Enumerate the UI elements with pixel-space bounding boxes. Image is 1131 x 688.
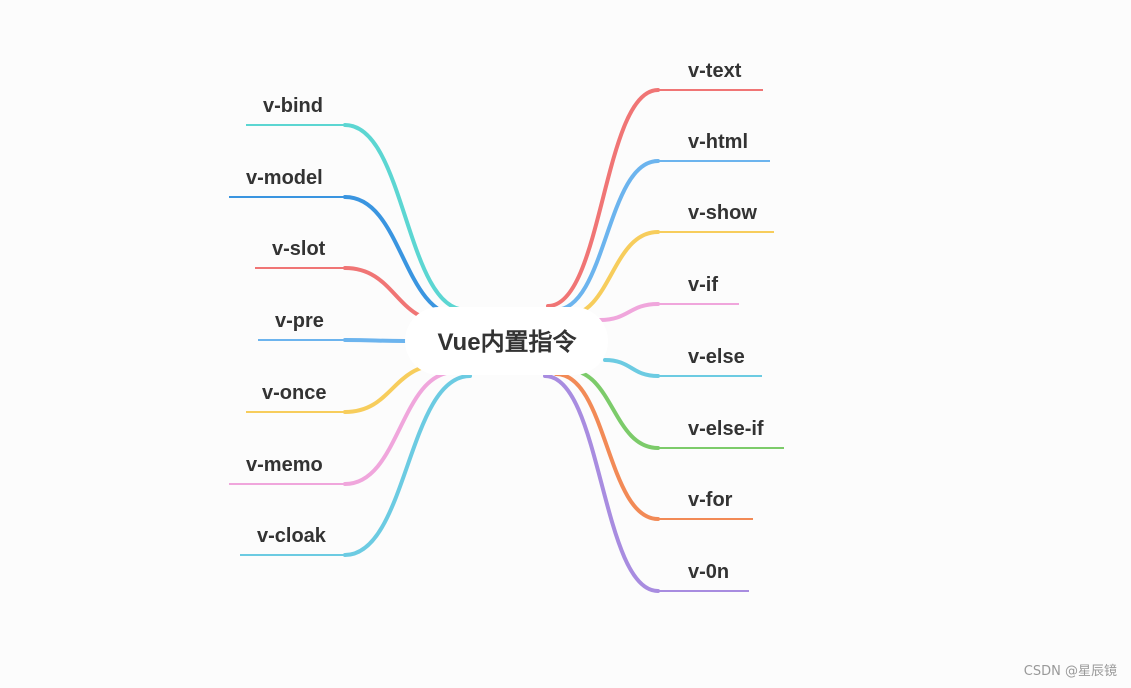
branch-label: v-text [688,60,742,82]
branch-v-else-if[interactable]: v-else-if [658,418,784,449]
branch-label: v-else-if [688,418,764,440]
branch-label: v-model [246,167,323,189]
watermark: CSDN @星辰镜 [1023,664,1117,679]
branch-v-once[interactable]: v-once [246,382,345,413]
connector-v-else-if [566,368,660,450]
branch-v-slot[interactable]: v-slot [255,238,345,269]
connector-v-for [554,372,660,521]
branch-label: v-pre [275,310,324,332]
branch-label: v-bind [263,95,323,117]
branch-v-0n[interactable]: v-0n [658,561,749,592]
branch-v-show[interactable]: v-show [658,202,774,233]
branch-label: v-html [688,131,748,153]
branch-label: v-memo [246,454,323,476]
connector-v-0n [543,374,660,593]
central-topic[interactable]: Vue内置指令 [405,307,608,375]
connector-v-cloak [343,374,472,557]
connector-v-bind [343,123,468,312]
branch-label: v-slot [272,238,326,260]
branch-label: v-if [688,274,718,296]
branch-labels: v-bind v-model v-slot v-pre v-once v-memo v-cl… [229,60,784,592]
branch-v-if[interactable]: v-if [658,274,739,305]
connector-v-text [546,88,660,308]
connector-v-html [553,159,660,312]
branch-label: v-else [688,346,745,368]
branch-label: v-0n [688,561,729,583]
connector-v-pre [343,338,407,343]
branch-v-else[interactable]: v-else [658,346,762,377]
branch-connectors [343,88,660,593]
branch-v-memo[interactable]: v-memo [229,454,345,485]
connector-v-else [603,358,660,378]
branch-label: v-for [688,489,733,511]
branch-v-html[interactable]: v-html [658,131,770,162]
branch-v-text[interactable]: v-text [658,60,763,91]
branch-v-cloak[interactable]: v-cloak [240,525,345,556]
central-topic-label: Vue内置指令 [437,328,577,356]
connector-v-memo [343,370,457,486]
central-topic-bubble [405,307,608,375]
branch-label: v-once [262,382,326,404]
branch-v-pre[interactable]: v-pre [258,310,345,341]
branch-v-model[interactable]: v-model [229,167,345,198]
branch-v-for[interactable]: v-for [658,489,753,520]
branch-label: v-show [688,202,757,224]
branch-v-bind[interactable]: v-bind [246,95,345,126]
connector-v-if [598,302,660,322]
branch-label: v-cloak [257,525,327,547]
